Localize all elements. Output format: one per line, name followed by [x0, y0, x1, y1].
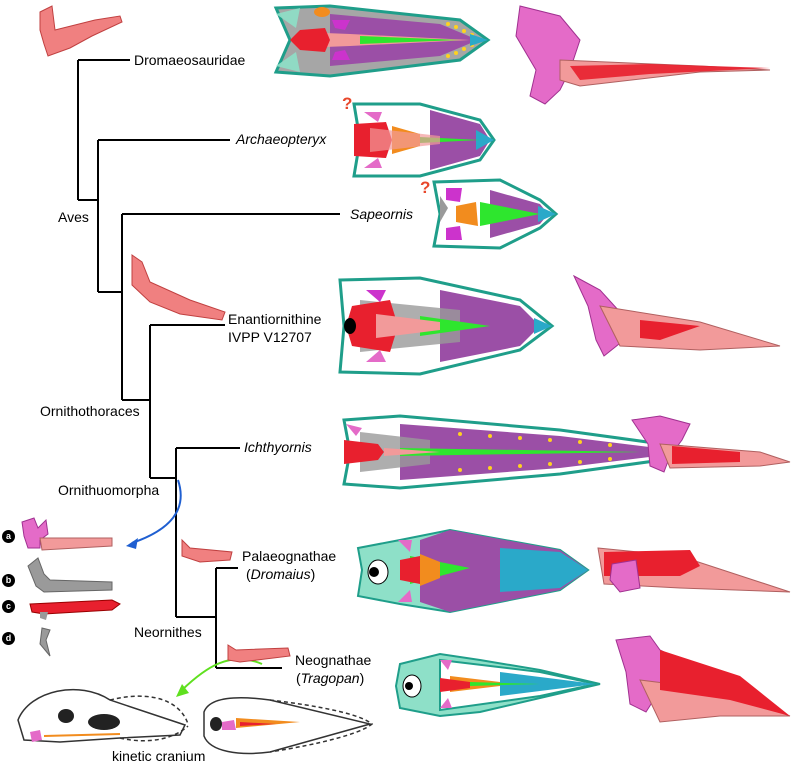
lateral-enantiornithine [572, 274, 781, 357]
paren-close: ) [310, 566, 316, 582]
palate-bone-enantiornithine [131, 254, 226, 321]
taxon-neognathae-line2: (Tragopan) [296, 670, 364, 686]
question-mark-archaeopteryx: ? [342, 94, 353, 113]
taxon-sapeornis: Sapeornis [350, 206, 414, 222]
green-arrow [181, 658, 263, 691]
taxon-neognathae-line1: Neognathae [295, 652, 372, 668]
skull-dromaeosauridae [273, 4, 491, 78]
blue-arrowhead [126, 538, 138, 549]
legend-shape-d [39, 627, 51, 657]
legend-shape-b [27, 557, 113, 593]
skull-palaeognathae [356, 528, 590, 614]
legend-shape-c [29, 599, 121, 620]
taxon-enantiornithine-line2: IVPP V12707 [228, 329, 312, 345]
legend-shape-a [21, 517, 113, 551]
paren-open: ( [246, 566, 251, 582]
taxon-enantiornithine-line1: Enantiornithine [228, 311, 322, 327]
lateral-neognathae [615, 635, 791, 723]
skull-ichthyornis [342, 414, 721, 490]
clade-neornithes: Neornithes [134, 624, 202, 640]
paren-open: ( [296, 670, 301, 686]
clade-ornithuomorpha: Ornithuomorpha [58, 482, 160, 498]
legend-badge-c: c [2, 600, 15, 613]
palate-bone-palaeognath [181, 538, 233, 563]
palate-bone-dromaeosaur [39, 5, 123, 57]
kinetic-skull-lateral [17, 688, 189, 743]
clade-ornithothoraces: Ornithothoraces [40, 403, 140, 419]
taxon-ichthyornis: Ichthyornis [244, 439, 312, 455]
caption-kinetic-cranium: kinetic cranium [112, 748, 206, 764]
blue-arrow [131, 479, 182, 544]
phylogenetic-tree [77, 59, 340, 669]
lateral-dromaeosauridae [515, 5, 771, 105]
kinetic-skull-ventral [203, 697, 374, 755]
taxon-palaeognathae-line1: Palaeognathae [242, 548, 337, 564]
legend-badge-a: a [2, 530, 15, 543]
skull-sapeornis [432, 178, 559, 250]
skull-archaeopteryx [352, 102, 496, 178]
lateral-ichthyornis [631, 415, 791, 473]
skull-enantiornithine [338, 276, 555, 376]
taxon-dromaeosauridae: Dromaeosauridae [134, 52, 246, 68]
legend-badge-b: b [2, 574, 15, 587]
taxon-archaeopteryx: Archaeopteryx [236, 131, 327, 147]
clade-aves: Aves [58, 209, 89, 225]
green-arrowhead [176, 684, 189, 697]
skull-neognathae [394, 652, 601, 718]
question-mark-sapeornis: ? [420, 178, 431, 197]
palate-bone-neognath [227, 644, 291, 663]
lateral-palaeognathae [597, 547, 791, 593]
taxon-tragopan: Tragopan [300, 670, 360, 686]
taxon-dromaius: Dromaius [250, 566, 311, 582]
paren-close: ) [359, 670, 365, 686]
legend-badge-d: d [2, 632, 15, 645]
taxon-palaeognathae-line2: (Dromaius) [246, 566, 315, 582]
